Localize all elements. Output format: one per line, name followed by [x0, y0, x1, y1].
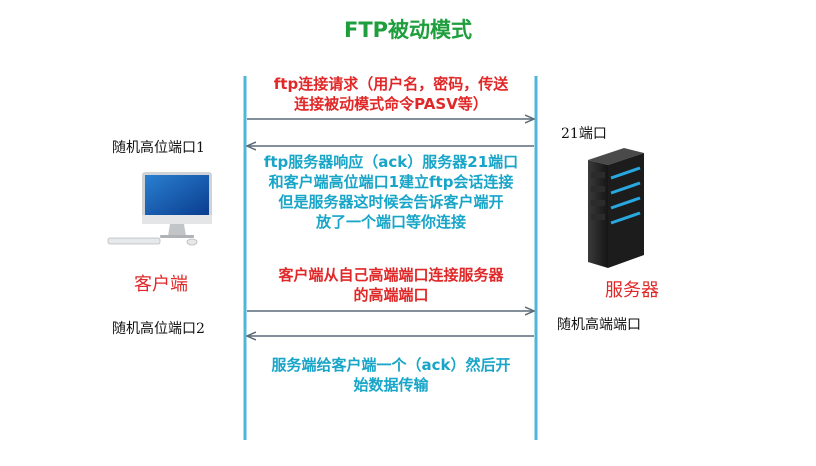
- diagram-title: FTP被动模式: [343, 18, 473, 42]
- server-label: 服务器: [605, 280, 659, 301]
- message-line: 始数据传输: [353, 376, 429, 394]
- message-client-connect: 客户端从自己高端端口连接服务器 的高端端口: [250, 265, 532, 305]
- message-line: 但是服务器这时候会告诉客户端开: [278, 193, 504, 211]
- message-line: 的高端端口: [353, 286, 429, 304]
- client-port-1-label: 随机高位端口1: [112, 140, 205, 156]
- message-line: 客户端从自己高端端口连接服务器: [278, 266, 504, 284]
- message-line: ftp服务器响应（ack）服务器21端口: [263, 153, 519, 171]
- imac-computer-icon: [107, 172, 212, 246]
- message-data-transfer: 服务端给客户端一个（ack）然后开 始数据传输: [250, 355, 532, 395]
- message-server-response: ftp服务器响应（ack）服务器21端口 和客户端高位端口1建立ftp会话连接 …: [250, 152, 532, 232]
- message-line: 服务端给客户端一个（ack）然后开: [271, 356, 511, 374]
- client-port-2-label: 随机高位端口2: [112, 321, 205, 337]
- tower-server-icon: [588, 148, 644, 268]
- server-random-port-label: 随机高端端口: [557, 317, 641, 333]
- message-line: ftp连接请求（用户名，密码，传送: [273, 75, 509, 93]
- message-line: 和客户端高位端口1建立ftp会话连接: [268, 173, 514, 191]
- message-line: 连接被动模式命令PASV等）: [294, 95, 488, 113]
- message-ftp-request: ftp连接请求（用户名，密码，传送 连接被动模式命令PASV等）: [250, 74, 532, 114]
- client-label: 客户端: [134, 274, 188, 295]
- server-port-21-label: 21端口: [561, 126, 607, 142]
- message-line: 放了一个端口等你连接: [315, 213, 466, 231]
